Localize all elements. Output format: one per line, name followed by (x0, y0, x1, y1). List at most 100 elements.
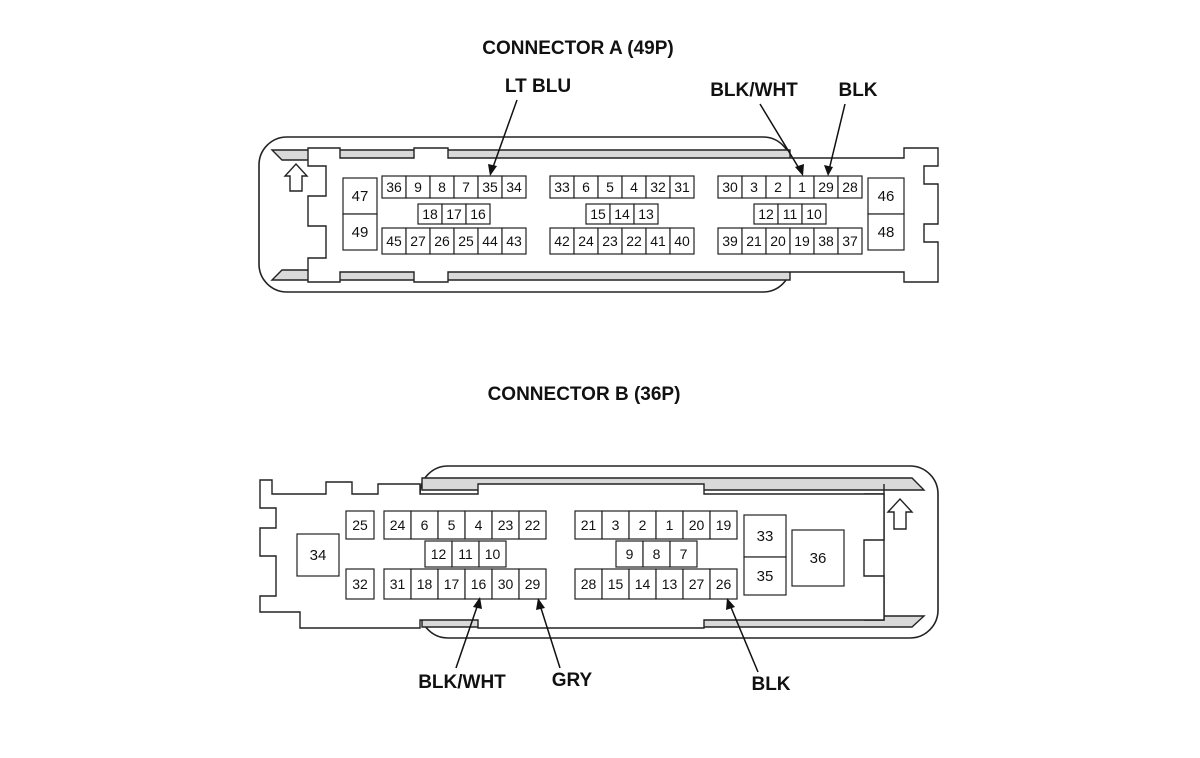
connector-a-pin-box-37 (837, 227, 863, 255)
connector-b-pin-box-31 (383, 568, 412, 600)
connector-b-pin-label-14: 14 (635, 576, 651, 592)
connector-a-pin-label-32: 32 (650, 179, 666, 195)
connector-b-pin-label-21: 21 (581, 517, 597, 533)
connector-b-pin-label-28: 28 (581, 576, 597, 592)
connector-b-pin-label-36: 36 (810, 550, 827, 567)
connector-a-pin-label-35: 35 (482, 179, 498, 195)
connector-b-pin-box-13 (655, 568, 684, 600)
connector-a-pin-label-26: 26 (434, 233, 450, 249)
connector-a-pin-label-45: 45 (386, 233, 402, 249)
connector-a-pin-label-21: 21 (746, 233, 762, 249)
connector-a-leaders (488, 99, 846, 176)
connector-b-pin-box-12 (424, 540, 453, 568)
connector-b-right-notches (863, 493, 885, 621)
connector-a-pin-label-46: 46 (878, 188, 895, 205)
connector-a-pin-label-25: 25 (458, 233, 474, 249)
connector-b-pin-label-1: 1 (666, 517, 674, 533)
connector-b-pin-label-4: 4 (475, 517, 483, 533)
connector-b-pin-box-27 (682, 568, 711, 600)
connector-a-pin-label-14: 14 (614, 206, 630, 222)
connector-a-pin-box-31 (669, 175, 695, 199)
connector-b-pin-label-22: 22 (525, 517, 541, 533)
connector-b-pin-box-11 (451, 540, 480, 568)
connector-b-pin-label-15: 15 (608, 576, 624, 592)
connector-b-pin-label-33: 33 (757, 528, 774, 545)
arrowhead-lt-blu (488, 164, 497, 176)
connector-b-pin-label-13: 13 (662, 576, 678, 592)
connector-a-pin-label-12: 12 (758, 206, 774, 222)
connector-b-pin-label-27: 27 (689, 576, 705, 592)
leader-blk-wht-b (455, 603, 479, 669)
connector-a-pin-label-39: 39 (722, 233, 738, 249)
connector-a-pin-box-48 (867, 213, 905, 251)
wire-label-blk-wht-b: BLK/WHT (418, 672, 506, 693)
connector-b-pin-box-21 (574, 510, 603, 540)
connector-b-pin-label-30: 30 (498, 576, 514, 592)
connector-b-pin-box-34 (296, 533, 340, 577)
connector-b-pin-box-3 (601, 510, 630, 540)
connector-a-pin-label-44: 44 (482, 233, 498, 249)
connector-a-pin-label-49: 49 (352, 224, 369, 241)
connector-b-pin-label-9: 9 (626, 546, 634, 562)
connector-a-pin-label-4: 4 (630, 179, 638, 195)
connector-a-pin-label-28: 28 (842, 179, 858, 195)
connector-a-pin-label-38: 38 (818, 233, 834, 249)
connector-a-pin-label-5: 5 (606, 179, 614, 195)
connector-b-face (259, 479, 885, 629)
connector-b-pin-box-36 (791, 529, 845, 587)
wire-label-blk-a: BLK (838, 80, 877, 101)
wire-label-blk-b: BLK (751, 674, 790, 695)
connector-b-pin-box-20 (682, 510, 711, 540)
connector-b-pin-label-35: 35 (757, 568, 774, 585)
connector-a-pin-label-22: 22 (626, 233, 642, 249)
connector-b-pin-label-24: 24 (390, 517, 406, 533)
connector-a-pin-label-7: 7 (462, 179, 470, 195)
connector-b-pin-label-19: 19 (716, 517, 732, 533)
connector-b-pin-box-22 (518, 510, 547, 540)
connector-a-pin-label-18: 18 (422, 206, 438, 222)
connector-b-pin-box-2 (628, 510, 657, 540)
connector-a-pin-label-15: 15 (590, 206, 606, 222)
connector-b-pin-label-26: 26 (716, 576, 732, 592)
connector-a-pin-box-20 (765, 227, 791, 255)
connector-a-pin-box-25 (453, 227, 479, 255)
connector-a-pin-box-28 (837, 175, 863, 199)
connector-b-pin-box-5 (437, 510, 466, 540)
wire-label-lt-blu: LT BLU (505, 76, 571, 97)
leader-blk-wht-a (759, 103, 801, 171)
connector-a-pin-label-23: 23 (602, 233, 618, 249)
connector-b-pin-label-3: 3 (612, 517, 620, 533)
connector-a-pin-label-9: 9 (414, 179, 422, 195)
connector-a-pin-box-16 (465, 203, 491, 225)
connector-a-pin-box-10 (801, 203, 827, 225)
connector-b-pin-box-30 (491, 568, 520, 600)
connector-b-pin-box-9 (615, 540, 644, 568)
connector-a-pin-label-37: 37 (842, 233, 858, 249)
connector-b-pin-label-8: 8 (653, 546, 661, 562)
connector-a-pin-box-43 (501, 227, 527, 255)
connector-a-pin-label-40: 40 (674, 233, 690, 249)
connector-a-pin-label-20: 20 (770, 233, 786, 249)
connector-a-pin-box-39 (717, 227, 743, 255)
connector-b-pin-label-29: 29 (525, 576, 541, 592)
connector-a-pin-box-38 (813, 227, 839, 255)
connector-a-pin-box-13 (633, 203, 659, 225)
connector-b-leaders (455, 597, 759, 673)
connector-a-pin-label-29: 29 (818, 179, 834, 195)
connector-a-pin-label-31: 31 (674, 179, 690, 195)
connector-b-pin-label-23: 23 (498, 517, 514, 533)
arrowhead-blk-wht-a (795, 164, 804, 176)
connector-b-pin-label-20: 20 (689, 517, 705, 533)
connector-b-pin-box-25 (345, 510, 375, 540)
connector-b-pin-label-6: 6 (421, 517, 429, 533)
connector-b-pin-label-12: 12 (431, 546, 447, 562)
connector-b-pin-box-15 (601, 568, 630, 600)
connector-b-pin-box-26 (709, 568, 738, 600)
leader-lt-blu (491, 99, 518, 171)
connector-a-up-arrow-icon (283, 162, 309, 192)
connector-b-pin-label-25: 25 (352, 517, 368, 533)
